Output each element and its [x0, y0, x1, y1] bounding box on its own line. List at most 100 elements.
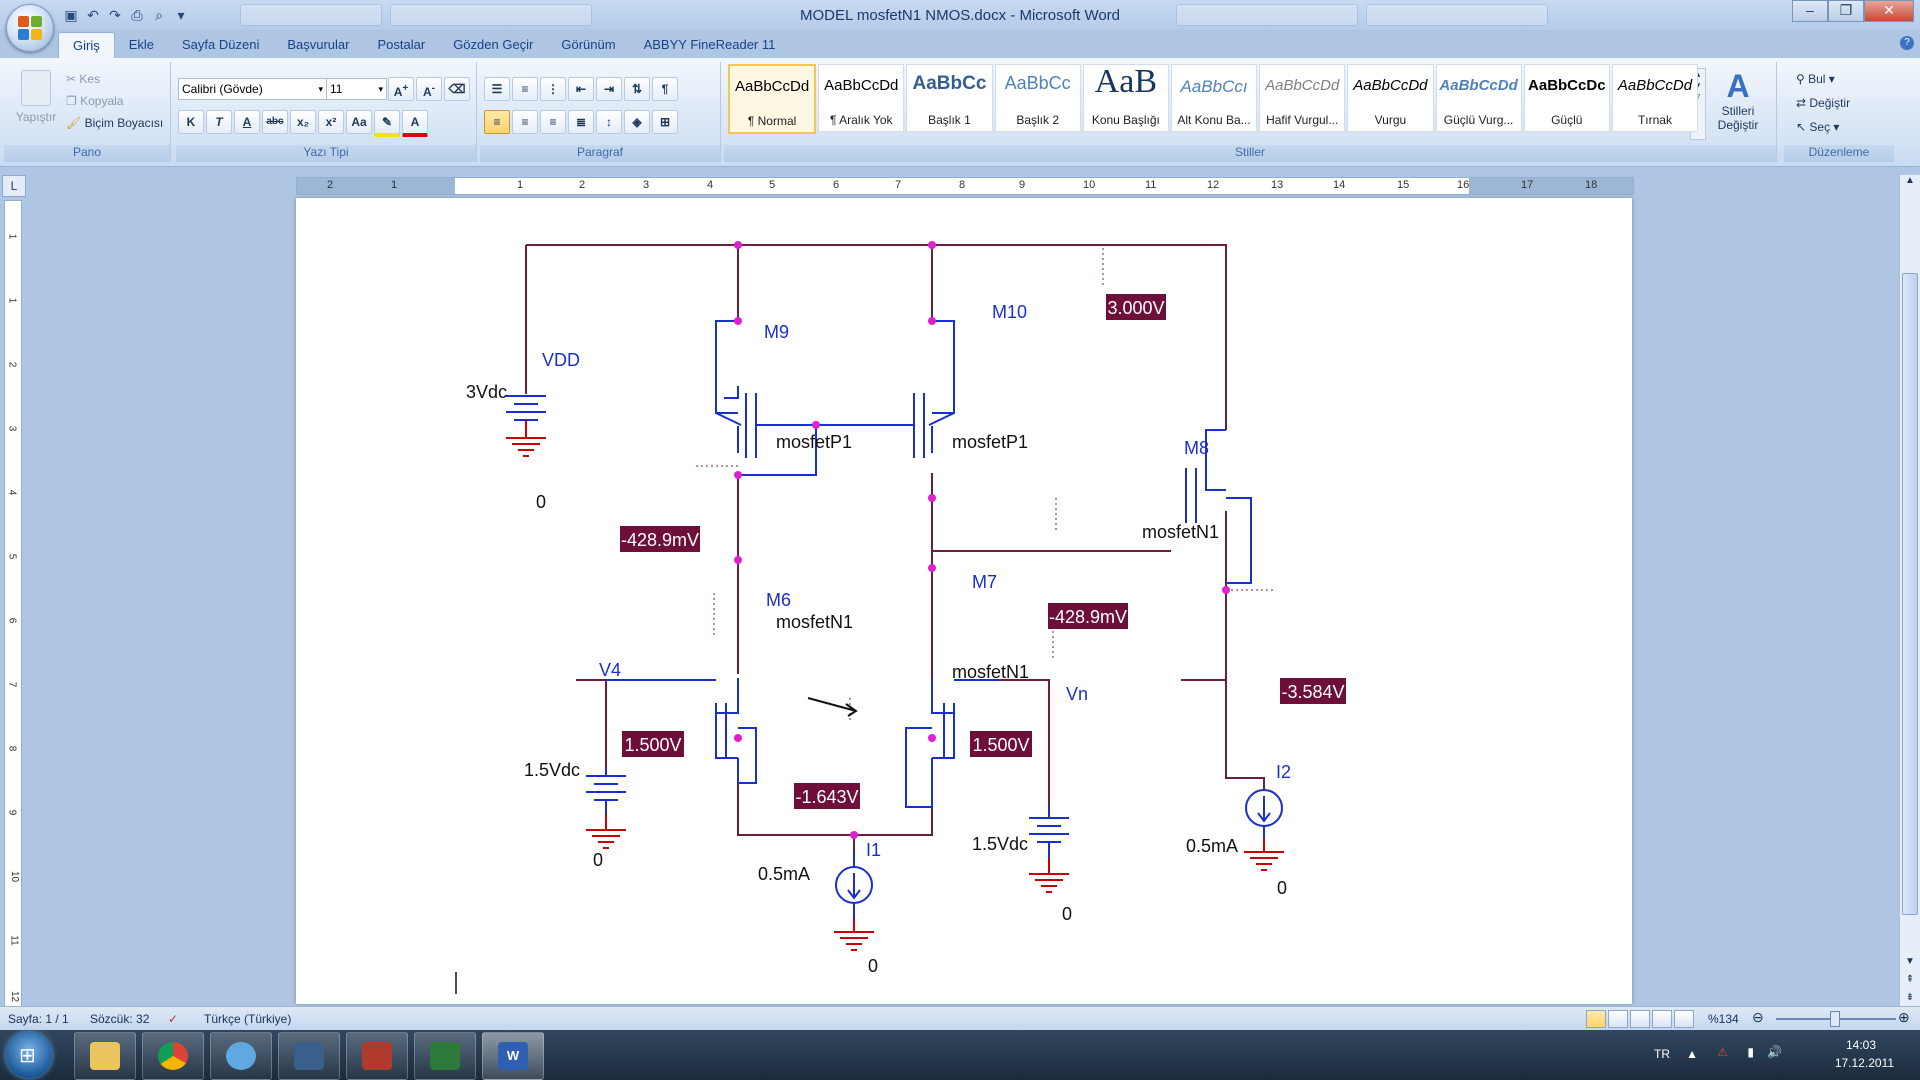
paste-button[interactable]: Yapıştır — [12, 66, 60, 138]
multilevel-list-button[interactable]: ⋮ — [540, 77, 566, 101]
print-layout-view-button[interactable] — [1586, 1010, 1606, 1028]
zoom-slider-thumb[interactable] — [1830, 1011, 1840, 1027]
taskbar-app-5[interactable] — [346, 1032, 408, 1080]
find-button[interactable]: ⚲ Bul ▾ — [1796, 72, 1835, 86]
word-count[interactable]: Sözcük: 32 — [90, 1012, 150, 1026]
strikethrough-button[interactable]: abc — [262, 110, 288, 134]
cut-button[interactable]: ✂ Kes — [66, 72, 100, 86]
full-screen-view-button[interactable] — [1608, 1010, 1628, 1028]
redo-icon[interactable]: ↷ — [109, 7, 121, 23]
draft-view-button[interactable] — [1674, 1010, 1694, 1028]
align-left-button[interactable]: ≡ — [484, 110, 510, 134]
decrease-indent-button[interactable]: ⇤ — [568, 77, 594, 101]
page-count[interactable]: Sayfa: 1 / 1 — [8, 1012, 69, 1026]
borders-button[interactable]: ⊞ — [652, 110, 678, 134]
tab-mailings[interactable]: Postalar — [377, 37, 426, 52]
scroll-down-icon[interactable]: ▼ — [1905, 956, 1915, 967]
help-icon[interactable]: ? — [1900, 36, 1914, 50]
taskbar-pspice[interactable] — [414, 1032, 476, 1080]
align-center-button[interactable]: ≡ — [512, 110, 538, 134]
superscript-button[interactable]: x² — [318, 110, 344, 134]
format-painter-button[interactable]: 🖌 Biçim Boyacısı — [66, 116, 163, 130]
print-preview-icon[interactable]: ⌕ — [155, 7, 163, 23]
clear-format-button[interactable]: ⌫ — [444, 77, 470, 101]
network-warning-icon[interactable]: ⚠ — [1717, 1045, 1728, 1059]
clock-date[interactable]: 17.12.2011 — [1834, 1056, 1894, 1070]
scroll-thumb[interactable] — [1902, 273, 1918, 915]
font-color-button[interactable]: A — [402, 110, 428, 137]
line-spacing-button[interactable]: ↕ — [596, 110, 622, 134]
close-button[interactable]: ✕ — [1864, 0, 1914, 22]
taskbar-word[interactable]: W — [482, 1032, 544, 1080]
office-button[interactable] — [6, 4, 54, 52]
scroll-up-icon[interactable]: ▲ — [1905, 175, 1915, 186]
print-icon[interactable]: ⎙ — [131, 7, 143, 23]
next-page-icon[interactable]: ⇟ — [1905, 992, 1915, 1003]
increase-indent-button[interactable]: ⇥ — [596, 77, 622, 101]
signal-icon[interactable]: ▮ — [1747, 1045, 1754, 1059]
zoom-in-icon[interactable]: ⊕ — [1898, 1009, 1910, 1025]
restore-button[interactable]: ❐ — [1828, 0, 1864, 22]
tab-references[interactable]: Başvurular — [287, 37, 350, 52]
customize-qat-icon[interactable]: ▾ — [177, 7, 185, 23]
taskbar-explorer[interactable] — [74, 1032, 136, 1080]
align-right-button[interactable]: ≡ — [540, 110, 566, 134]
vertical-scrollbar[interactable]: ▲ ▼ ⇞ ⇟ — [1899, 175, 1920, 1007]
subscript-button[interactable]: x₂ — [290, 110, 316, 134]
taskbar-app-4[interactable] — [278, 1032, 340, 1080]
shrink-font-button[interactable]: A- — [416, 77, 442, 101]
previous-page-icon[interactable]: ⇞ — [1905, 974, 1915, 985]
outline-view-button[interactable] — [1652, 1010, 1672, 1028]
font-name-combo[interactable]: Calibri (Gövde)▾ — [178, 78, 327, 100]
document-page[interactable]: VDD M9 M10 M8 M6 M7 V4 Vn I1 I2 3Vdc mos… — [296, 198, 1632, 1004]
proofing-icon[interactable]: ✓ — [168, 1012, 179, 1026]
web-layout-view-button[interactable] — [1630, 1010, 1650, 1028]
language-status[interactable]: Türkçe (Türkiye) — [204, 1012, 292, 1026]
tab-abbyy[interactable]: ABBYY FineReader 11 — [643, 37, 776, 52]
taskbar-chrome[interactable] — [142, 1032, 204, 1080]
bold-button[interactable]: K — [178, 110, 204, 134]
tab-home[interactable]: Giriş — [58, 32, 115, 58]
zoom-out-icon[interactable]: ⊖ — [1752, 1009, 1764, 1025]
font-size-combo[interactable]: 11▾ — [326, 78, 387, 100]
tab-review[interactable]: Gözden Geçir — [453, 37, 534, 52]
style-normal[interactable]: AaBbCcDd¶ Normal — [728, 64, 817, 134]
save-icon[interactable]: ▣ — [64, 7, 78, 23]
change-case-button[interactable]: Aa — [346, 110, 372, 134]
show-hidden-icons-icon[interactable]: ▲ — [1686, 1047, 1698, 1061]
taskbar-messenger[interactable] — [210, 1032, 272, 1080]
italic-button[interactable]: T — [206, 110, 232, 134]
underline-button[interactable]: A — [234, 110, 260, 134]
tab-view[interactable]: Görünüm — [561, 37, 616, 52]
horizontal-ruler[interactable]: 2 1 1 2 3 4 5 6 7 8 9 10 11 12 13 14 15 … — [296, 177, 1634, 195]
select-button[interactable]: ↖ Seç ▾ — [1796, 120, 1840, 134]
style-no-spacing[interactable]: AaBbCcDd¶ Aralık Yok — [818, 64, 905, 132]
start-button[interactable]: ⊞ — [6, 1032, 52, 1078]
copy-button[interactable]: ❐ Kopyala — [66, 94, 123, 108]
zoom-level[interactable]: %134 — [1708, 1012, 1739, 1026]
show-marks-button[interactable]: ¶ — [652, 77, 678, 101]
undo-icon[interactable]: ↶ — [87, 7, 99, 23]
vertical-ruler[interactable]: 1 1 2 3 4 5 6 7 8 9 10 11 12 — [4, 200, 22, 1008]
tab-page-layout[interactable]: Sayfa Düzeni — [182, 37, 260, 52]
clock-time[interactable]: 14:03 — [1845, 1038, 1876, 1052]
justify-button[interactable]: ≣ — [568, 110, 594, 134]
tab-insert[interactable]: Ekle — [128, 37, 155, 52]
numbering-button[interactable]: ≡ — [512, 77, 538, 101]
highlight-button[interactable]: ✎ — [374, 110, 400, 137]
input-language[interactable]: TR — [1654, 1047, 1670, 1061]
shading-button[interactable]: ◈ — [624, 110, 650, 134]
bullets-button[interactable]: ☰ — [484, 77, 510, 101]
replace-button[interactable]: ⇄ Değiştir — [1796, 96, 1850, 110]
grow-font-button[interactable]: A+ — [388, 77, 414, 101]
volume-icon[interactable]: 🔊 — [1767, 1045, 1782, 1059]
